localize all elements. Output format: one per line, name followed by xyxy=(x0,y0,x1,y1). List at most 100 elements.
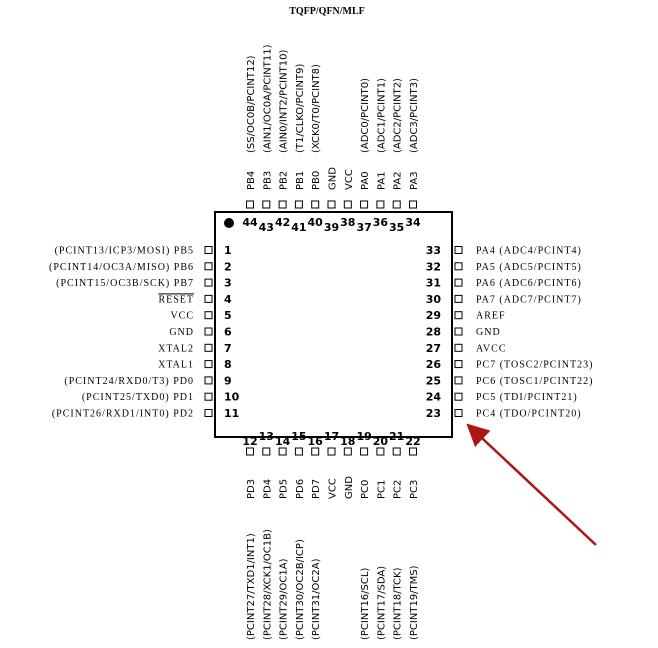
pin-number: 26 xyxy=(426,358,442,371)
pin-24: PC5 (TDI/PCINT21)24 xyxy=(426,391,577,404)
pin-label: RESET xyxy=(158,294,194,305)
pin-number: 42 xyxy=(275,216,290,229)
pin-label: PB1 xyxy=(295,171,306,190)
pin-pad xyxy=(454,327,463,336)
pin-pad xyxy=(454,392,463,401)
pin-label: PC0 xyxy=(360,480,371,499)
pin-number: 22 xyxy=(405,435,420,448)
pin-number: 24 xyxy=(426,391,442,404)
pin-label: PA7 (ADC7/PCINT7) xyxy=(476,294,582,305)
pin-pad xyxy=(278,200,287,209)
pin-number: 18 xyxy=(340,435,355,448)
pin-number: 27 xyxy=(426,342,441,355)
pin-pad xyxy=(360,447,369,456)
pin-pad xyxy=(311,200,320,209)
pin-pad xyxy=(454,294,463,303)
pin-label: PD4 xyxy=(262,479,273,499)
pin-pad xyxy=(204,360,213,369)
pin-label: VCC xyxy=(344,169,355,190)
pin-44: PB4 (SS/OC0B/PCINT12) 44 xyxy=(242,55,258,229)
pin-number: 12 xyxy=(242,435,257,448)
pin-40: PB0(XCK0/T0/PCINT8)40 xyxy=(308,64,324,229)
pin-pad xyxy=(392,447,401,456)
bottom-pin-group: PD3(PCINT27/TXD1/INT1)12PD4(PCINT28/XCK1… xyxy=(242,430,420,640)
pin-pad xyxy=(376,200,385,209)
pin-number: 31 xyxy=(426,277,441,290)
pin-number: 32 xyxy=(426,260,441,273)
pin-alt-function: (PCINT31/OC2A) xyxy=(311,558,322,640)
pin-number: 41 xyxy=(291,221,306,234)
pin-label: (PCINT13/ICP3/MOSI) PB5 xyxy=(55,246,194,257)
pin-26: PC7 (TOSC2/PCINT23) 26 xyxy=(426,358,593,371)
pin-37: PA0 (ADC0/PCINT0) 37 xyxy=(356,78,371,234)
pin-number: 13 xyxy=(259,430,274,443)
pin-label: PB0 xyxy=(311,171,322,190)
pin-number: 37 xyxy=(356,221,371,234)
pin-label: PC2 xyxy=(393,480,404,499)
pin-pad xyxy=(204,376,213,385)
pin-number: 20 xyxy=(373,435,389,448)
pin-pad xyxy=(376,447,385,456)
pin-alt-function: (SS/OC0B/PCINT12) xyxy=(246,55,257,153)
pin-pad xyxy=(204,392,213,401)
pin-pad xyxy=(409,447,417,456)
pin-alt-function: (PCINT29/OC1A) xyxy=(279,558,290,640)
pin-pad xyxy=(311,447,320,456)
pin-pad xyxy=(204,311,213,320)
pin-number: 35 xyxy=(389,221,404,234)
pin-pad xyxy=(204,278,213,287)
pin-alt-function: (PCINT27/TXD1/INT1) xyxy=(246,533,257,640)
pin-number: 4 xyxy=(224,293,232,306)
pin-25: PC6 (TOSC1/PCINT22)25 xyxy=(426,374,593,387)
pin-number: 19 xyxy=(356,430,371,443)
pin-alt-function: (PCINT17/SDA) xyxy=(376,566,387,640)
pin-number: 28 xyxy=(426,326,441,339)
pin-30: PA7 (ADC7/PCINT7)30 xyxy=(426,293,582,306)
pin-pad xyxy=(204,343,213,352)
pin-21: PC2(PCINT18/TCK)21 xyxy=(389,430,404,640)
pin-alt-function: (ADC0/PCINT0) xyxy=(360,78,371,153)
pin-number: 38 xyxy=(340,216,355,229)
pin-label: PA0 xyxy=(360,171,371,190)
pin-label: PC7 (TOSC2/PCINT23) xyxy=(476,360,593,371)
pin-alt-function: (PCINT16/SCL) xyxy=(360,568,371,640)
pin-alt-function: (PCINT19/TMS) xyxy=(409,565,420,640)
pin-label: PC1 xyxy=(376,480,387,499)
pin-label: PD5 xyxy=(279,479,290,499)
pin-pad xyxy=(454,376,463,385)
pin-22: PC3 (PCINT19/TMS) 22 xyxy=(405,435,420,640)
annotation-arrow xyxy=(466,423,597,546)
pin-label: VCC xyxy=(170,311,194,322)
pin-label: VCC xyxy=(328,478,339,499)
pin-number: 11 xyxy=(224,407,239,420)
pin-number: 6 xyxy=(224,326,232,339)
pin-pad xyxy=(246,200,254,209)
pin-number: 36 xyxy=(373,216,389,229)
pin-label: PD6 xyxy=(295,479,306,499)
pin-number: 7 xyxy=(224,342,232,355)
pin-pad xyxy=(392,200,401,209)
pin-number: 39 xyxy=(324,221,339,234)
pin-36: PA1(ADC1/PCINT1)36 xyxy=(373,78,389,229)
pin-number: 8 xyxy=(224,358,232,371)
pin-label: PB4 xyxy=(246,171,257,190)
pin-number: 44 xyxy=(242,216,258,229)
pin-label: PC3 xyxy=(409,480,420,499)
pin-label: XTAL1 xyxy=(158,360,194,371)
pin-pad xyxy=(343,200,352,209)
pin-alt-function: (AIN0/INT2/PCINT10) xyxy=(279,50,290,153)
pin-43: PB3(AIN1/OC0A/PCINT11)43 xyxy=(259,44,274,234)
pin-42: PB2(AIN0/INT2/PCINT10)42 xyxy=(275,50,290,229)
pin-pad xyxy=(262,447,271,456)
pin-alt-function: (ADC3/PCINT3) xyxy=(409,78,420,153)
pin-31: PA6 (ADC6/PCINT6)31 xyxy=(426,277,581,290)
